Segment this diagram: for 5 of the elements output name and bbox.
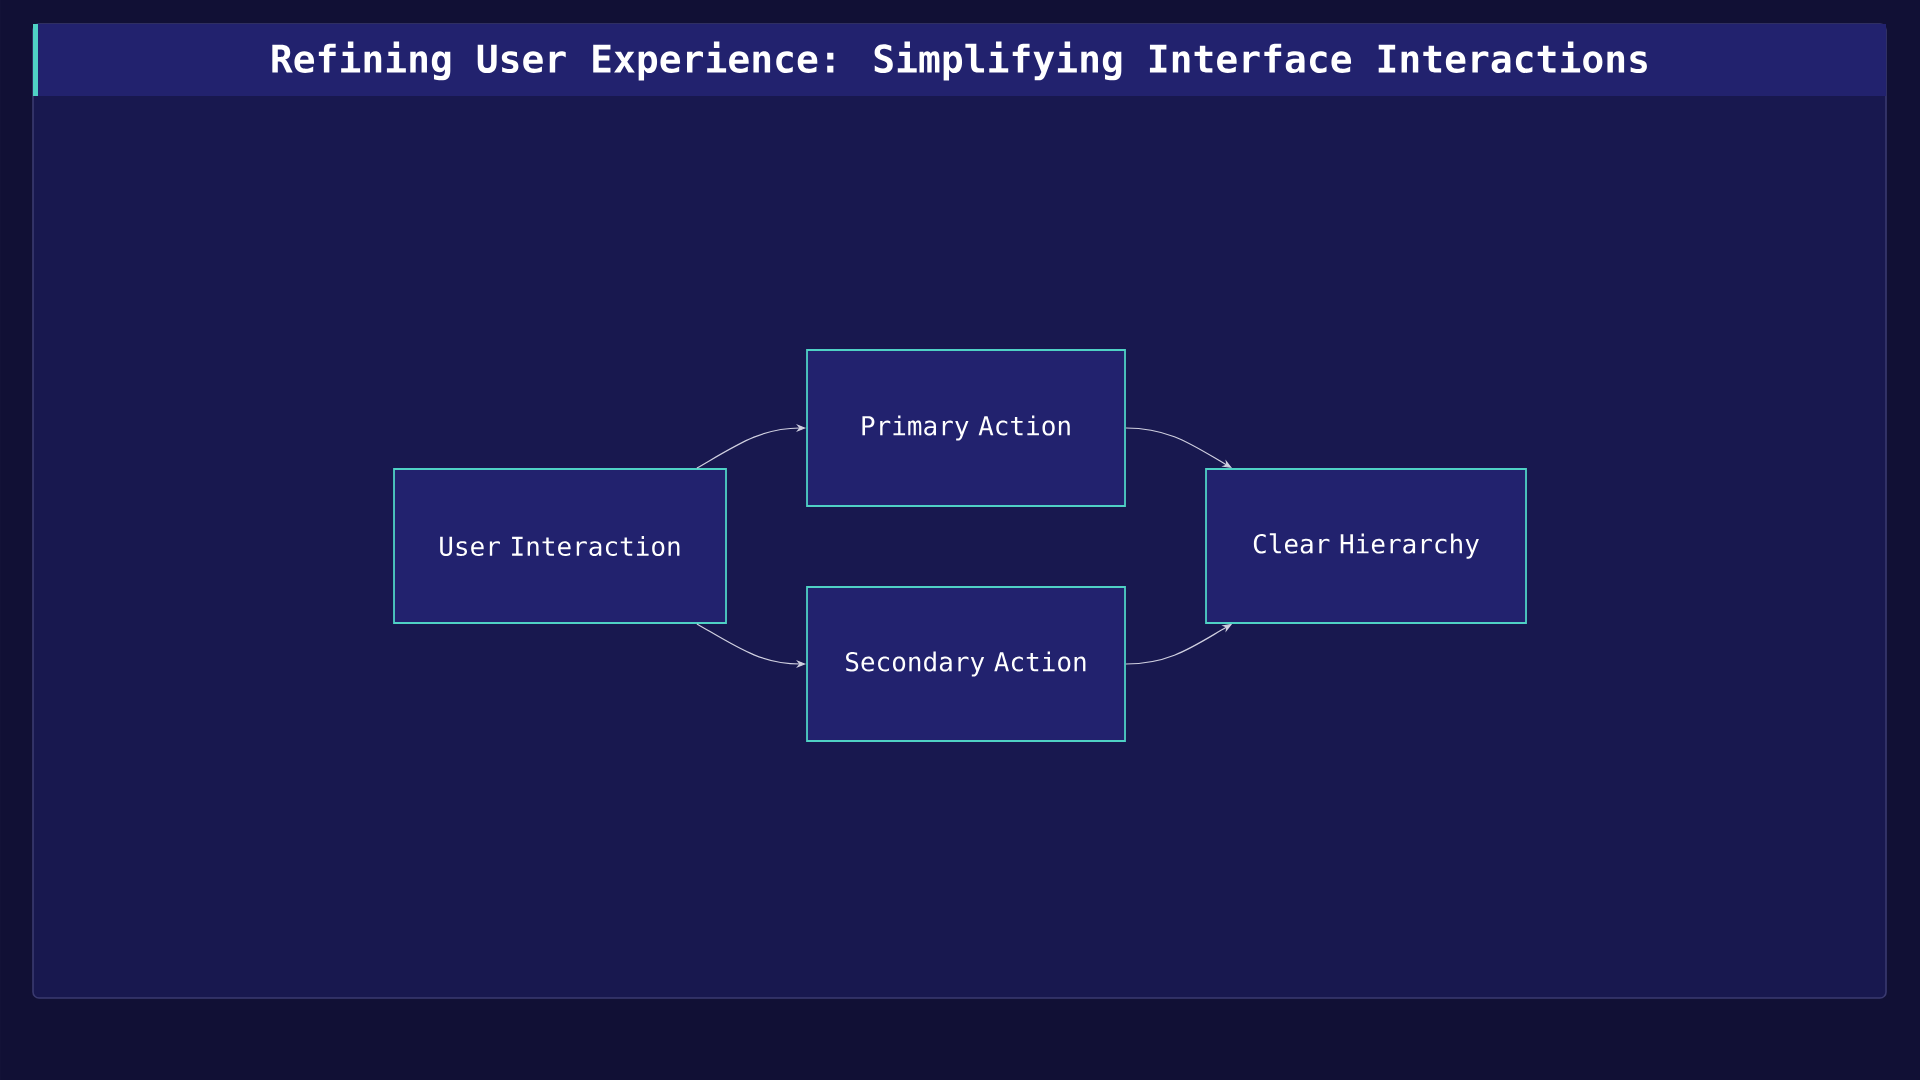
process-box: Clear Hierarchy xyxy=(1205,468,1527,624)
process-box: Secondary Action xyxy=(806,586,1126,742)
process-box: Primary Action xyxy=(806,349,1126,507)
process-box: User Interaction xyxy=(393,468,727,624)
title-bar: Refining User Experience: Simplifying Interface Interactions xyxy=(33,24,1886,96)
